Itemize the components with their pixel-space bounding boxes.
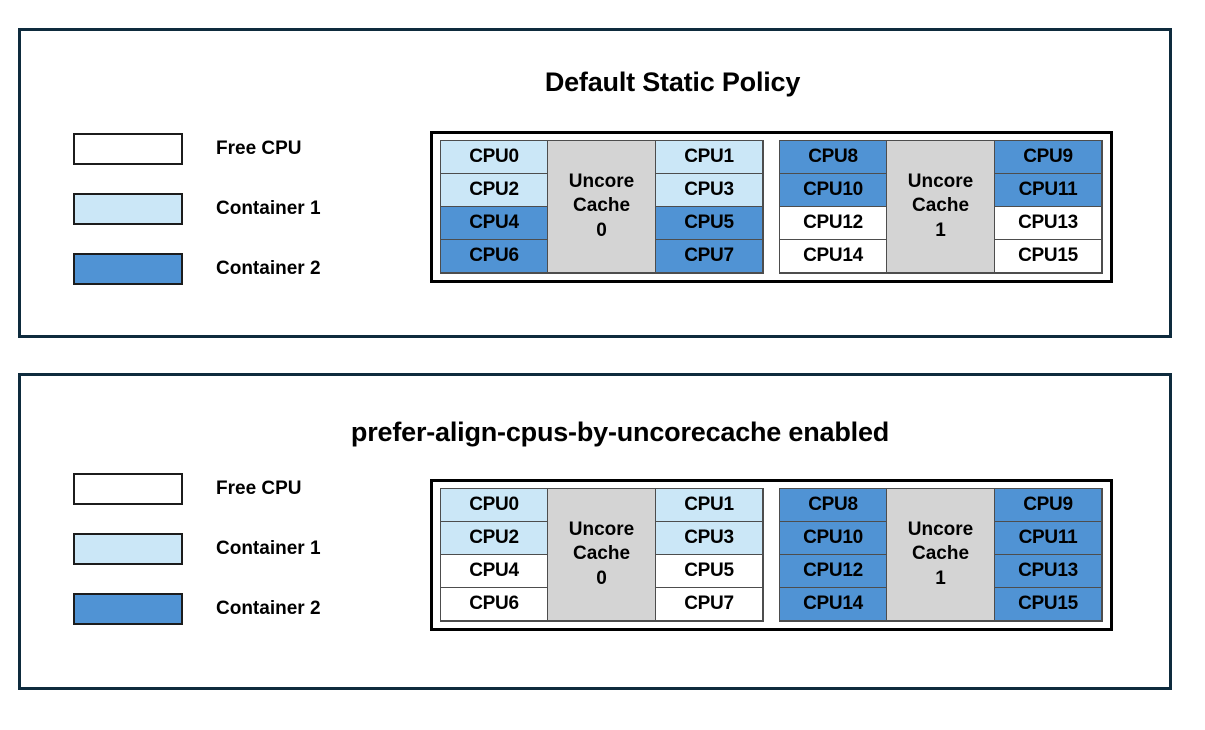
legend-label-free-cpu: Free CPU [216,478,302,499]
cpu-cell: CPU9 [994,140,1102,174]
uncore-label-line-2: Cache [911,543,970,565]
cpu-cell: CPU13 [994,554,1102,588]
legend-label-container-2: Container 2 [216,258,321,279]
cpu-cell: CPU9 [994,488,1102,522]
cpu-cell: CPU7 [655,239,763,273]
legend-swatch-free-cpu [73,133,183,165]
cpu-cell: CPU7 [655,587,763,621]
cpu-cell: CPU4 [440,206,548,240]
cpu-cell: CPU14 [779,239,887,273]
cpu-cell: CPU3 [655,173,763,207]
cpu-cell: CPU12 [779,554,887,588]
cpu-cell: CPU0 [440,488,548,522]
uncore-label-line-3: 1 [935,219,946,241]
cpu-cell: CPU1 [655,140,763,174]
cpu-column-left: CPU8 CPU10 CPU12 CPU14 [779,488,887,621]
cpu-cell: CPU12 [779,206,887,240]
cpu-topology-diagram: CPU0 CPU2 CPU4 CPU6 Uncore Cache 0 CPU1 … [430,131,1113,283]
legend-item-free-cpu: Free CPU [73,459,321,519]
socket-uncore-cache-0: CPU0 CPU2 CPU4 CPU6 Uncore Cache 0 CPU1 … [440,140,764,274]
legend: Free CPU Container 1 Container 2 [73,119,321,299]
legend-item-container-2: Container 2 [73,239,321,299]
cpu-cell: CPU11 [994,521,1102,555]
cpu-cell: CPU2 [440,521,548,555]
cpu-cell: CPU5 [655,206,763,240]
legend: Free CPU Container 1 Container 2 [73,459,321,639]
legend-item-container-1: Container 1 [73,519,321,579]
cpu-column-right: CPU1 CPU3 CPU5 CPU7 [655,488,763,621]
cpu-cell: CPU4 [440,554,548,588]
uncore-label-line-1: Uncore [568,171,635,193]
cpu-cell: CPU6 [440,587,548,621]
cpu-topology-diagram: CPU0 CPU2 CPU4 CPU6 Uncore Cache 0 CPU1 … [430,479,1113,631]
uncore-label-line-2: Cache [911,195,970,217]
legend-item-container-1: Container 1 [73,179,321,239]
cpu-cell: CPU10 [779,521,887,555]
socket-uncore-cache-1: CPU8 CPU10 CPU12 CPU14 Uncore Cache 1 CP… [779,488,1103,622]
cpu-cell: CPU8 [779,488,887,522]
uncore-label-line-1: Uncore [907,171,974,193]
cpu-cell: CPU8 [779,140,887,174]
legend-label-container-1: Container 1 [216,198,321,219]
panel-default-static-policy: Default Static Policy Free CPU Container… [18,28,1172,338]
page-title: prefer-align-cpus-by-uncorecache enabled [350,417,890,447]
uncore-cache-block: Uncore Cache 0 [547,140,656,273]
cpu-cell: CPU3 [655,521,763,555]
cpu-cell: CPU15 [994,587,1102,621]
cpu-cell: CPU10 [779,173,887,207]
cpu-cell: CPU15 [994,239,1102,273]
cpu-cell: CPU5 [655,554,763,588]
cpu-column-right: CPU1 CPU3 CPU5 CPU7 [655,140,763,273]
cpu-cell: CPU2 [440,173,548,207]
page-title: Default Static Policy [544,67,801,97]
socket-uncore-cache-0: CPU0 CPU2 CPU4 CPU6 Uncore Cache 0 CPU1 … [440,488,764,622]
legend-label-container-1: Container 1 [216,538,321,559]
uncore-label-line-3: 0 [596,567,607,589]
cpu-cell: CPU1 [655,488,763,522]
cpu-cell: CPU14 [779,587,887,621]
uncore-label-line-1: Uncore [907,519,974,541]
uncore-label-line-3: 1 [935,567,946,589]
uncore-cache-block: Uncore Cache 0 [547,488,656,621]
panel-prefer-align-cpus-by-uncorecache: prefer-align-cpus-by-uncorecache enabled… [18,373,1172,690]
cpu-cell: CPU0 [440,140,548,174]
uncore-cache-block: Uncore Cache 1 [886,488,995,621]
uncore-label-line-2: Cache [572,195,631,217]
legend-item-container-2: Container 2 [73,579,321,639]
legend-label-container-2: Container 2 [216,598,321,619]
cpu-cell: CPU13 [994,206,1102,240]
uncore-label-line-3: 0 [596,219,607,241]
legend-swatch-free-cpu [73,473,183,505]
legend-swatch-container-2 [73,593,183,625]
uncore-label-line-2: Cache [572,543,631,565]
cpu-column-right: CPU9 CPU11 CPU13 CPU15 [994,140,1102,273]
legend-item-free-cpu: Free CPU [73,119,321,179]
uncore-label-line-1: Uncore [568,519,635,541]
cpu-column-left: CPU8 CPU10 CPU12 CPU14 [779,140,887,273]
cpu-cell: CPU11 [994,173,1102,207]
legend-swatch-container-1 [73,193,183,225]
cpu-cell: CPU6 [440,239,548,273]
uncore-cache-block: Uncore Cache 1 [886,140,995,273]
cpu-column-left: CPU0 CPU2 CPU4 CPU6 [440,140,548,273]
cpu-column-left: CPU0 CPU2 CPU4 CPU6 [440,488,548,621]
legend-label-free-cpu: Free CPU [216,138,302,159]
socket-uncore-cache-1: CPU8 CPU10 CPU12 CPU14 Uncore Cache 1 CP… [779,140,1103,274]
legend-swatch-container-1 [73,533,183,565]
cpu-column-right: CPU9 CPU11 CPU13 CPU15 [994,488,1102,621]
legend-swatch-container-2 [73,253,183,285]
